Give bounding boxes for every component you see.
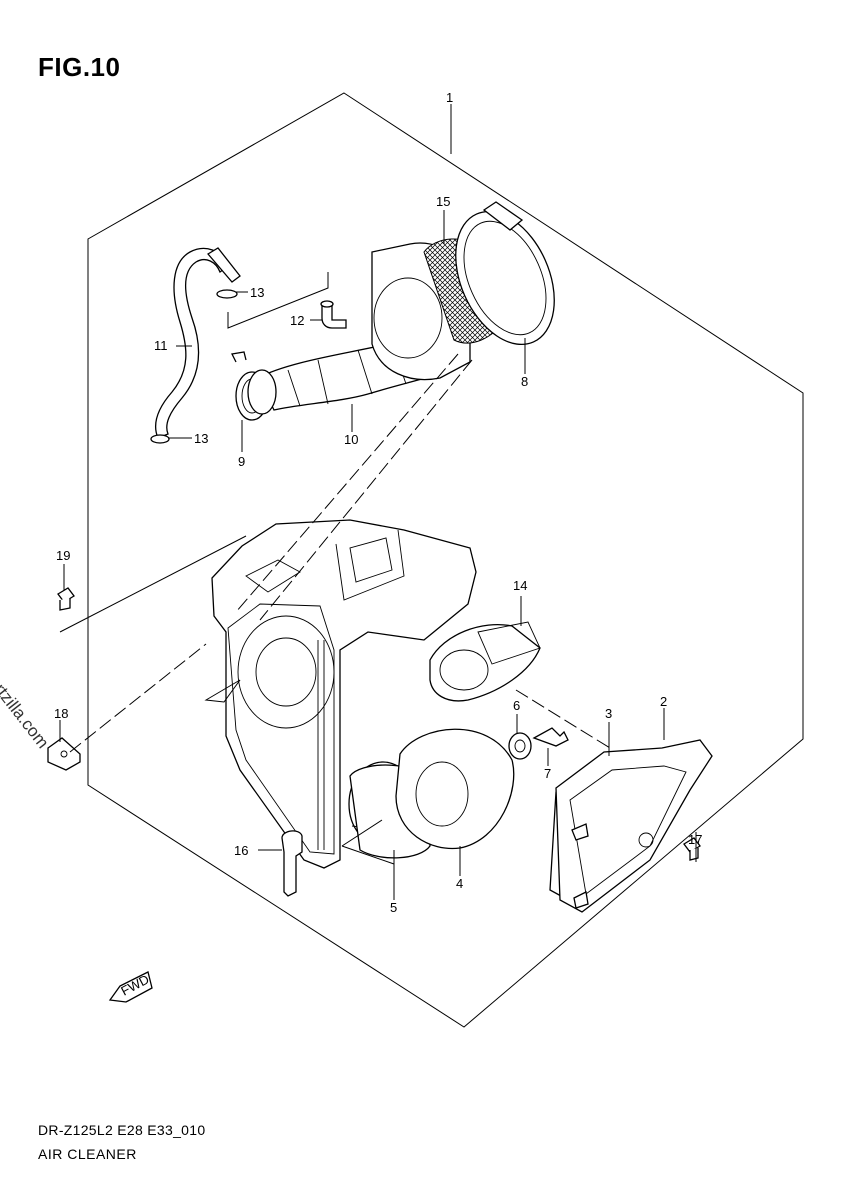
callout-6: 6 [513, 698, 520, 713]
gasket-ring-8[interactable] [436, 196, 573, 360]
callout-10: 10 [344, 432, 358, 447]
callout-13-upper: 13 [250, 285, 264, 300]
callout-11: 11 [154, 338, 168, 353]
callout-3: 3 [605, 706, 612, 721]
callout-5: 5 [390, 900, 397, 915]
assembly-boundary [87, 92, 804, 1028]
filter-element-4[interactable] [395, 728, 515, 850]
callout-8: 8 [521, 374, 528, 389]
callout-17: 17 [688, 832, 702, 847]
bolt-19[interactable] [57, 587, 75, 611]
callout-1: 1 [446, 90, 453, 105]
grommet-6[interactable] [508, 732, 532, 760]
section-name: AIR CLEANER [38, 1146, 137, 1162]
callout-4: 4 [456, 876, 463, 891]
callout-12: 12 [290, 313, 304, 328]
clamp-13-upper[interactable] [216, 289, 238, 299]
callout-19: 19 [56, 548, 70, 563]
screw-7[interactable] [532, 727, 569, 747]
callout-7: 7 [544, 766, 551, 781]
model-code: DR-Z125L2 E28 E33_010 [38, 1122, 206, 1138]
callout-16: 16 [234, 843, 248, 858]
figure-title: FIG.10 [38, 52, 121, 82]
callout-13-lower: 13 [194, 431, 208, 446]
forward-arrow-icon: FWD [108, 971, 153, 1003]
elbow-fitting-12[interactable] [320, 300, 347, 329]
hose-clamp-link-line [227, 272, 329, 329]
clamp-13-lower[interactable] [150, 434, 170, 444]
callout-15: 15 [436, 194, 450, 209]
leader-lines [59, 104, 697, 900]
drain-plug-16[interactable] [281, 830, 303, 897]
callout-14: 14 [513, 578, 527, 593]
intake-duct-14[interactable] [429, 621, 541, 702]
callout-18: 18 [54, 706, 68, 721]
callout-2: 2 [660, 694, 667, 709]
holder-18[interactable] [47, 737, 81, 771]
callout-labels: 1 2 3 4 5 6 7 8 9 10 11 12 13 13 14 15 1… [54, 90, 702, 915]
air-cleaner-case[interactable] [211, 519, 477, 869]
callout-9: 9 [238, 454, 245, 469]
clamp-9[interactable] [231, 351, 277, 421]
cleaner-cap-2[interactable] [555, 739, 713, 913]
intake-hose-11[interactable] [155, 247, 241, 439]
